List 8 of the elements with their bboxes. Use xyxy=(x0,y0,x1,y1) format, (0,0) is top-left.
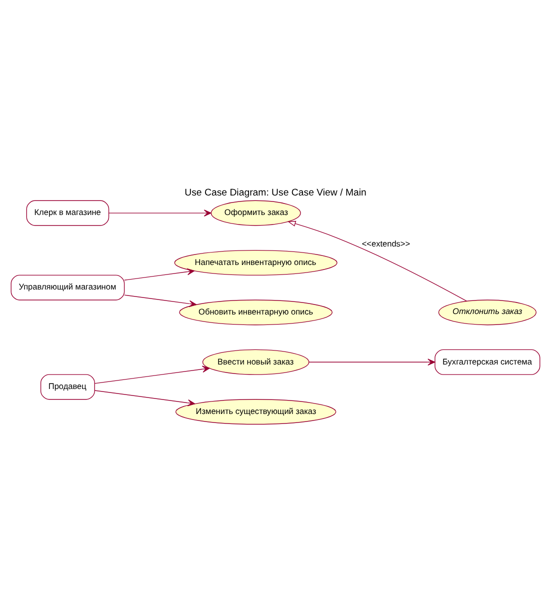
arrow xyxy=(94,390,196,406)
arrow xyxy=(94,366,210,384)
arrow xyxy=(124,268,195,280)
arrow xyxy=(308,358,436,366)
arrow xyxy=(108,210,212,216)
diagram-title: Use Case Diagram: Use Case View / Main xyxy=(184,187,366,198)
arrow xyxy=(287,220,467,302)
arrow xyxy=(124,294,197,308)
